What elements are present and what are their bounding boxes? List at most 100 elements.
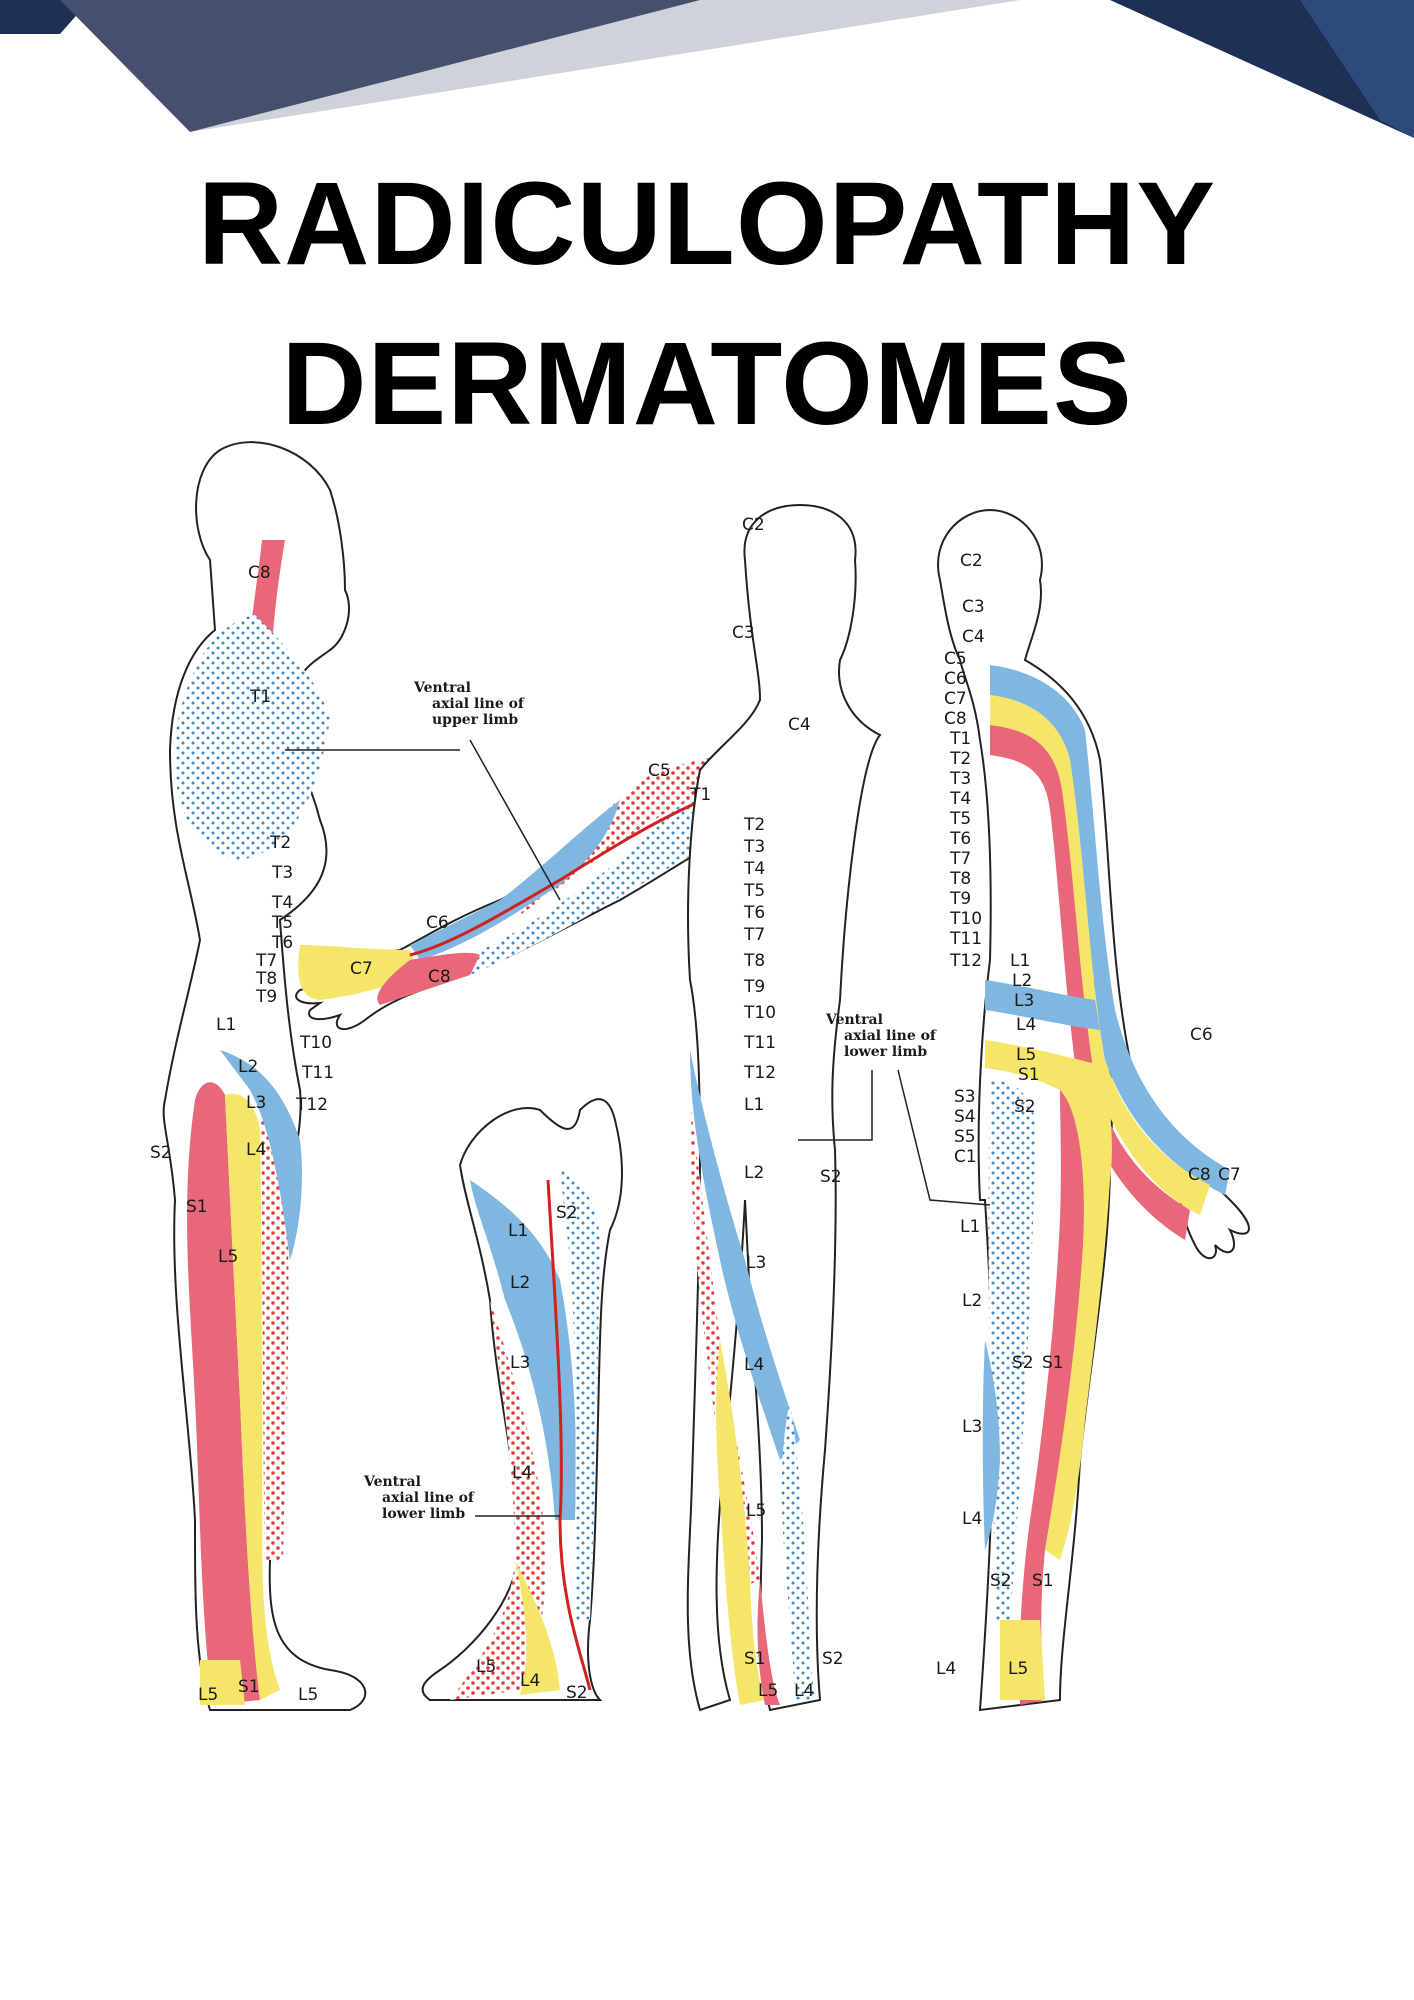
label-side-t10: T10 [299,1033,332,1053]
label-back-leg-s2: S2 [1012,1353,1034,1373]
label-leg-l2: L2 [510,1273,530,1293]
label-side-t2: T2 [269,833,291,853]
label-back-leg-l1: L1 [960,1217,980,1237]
label-side-foot-l5b: L5 [298,1685,318,1705]
label-front-t6: T6 [743,903,765,923]
label-back-c8: C8 [944,709,967,729]
front-band-l3-blue [690,1050,800,1460]
label-front-t4: T4 [743,859,765,879]
label-back-leg-l4: L4 [962,1509,982,1529]
label-front-s1: S1 [744,1649,766,1669]
label-back-arm-c8: C8 [1188,1165,1211,1185]
label-side-t4: T4 [271,893,293,913]
label-front-l1: L1 [744,1095,764,1115]
note-lower-left-line2: axial line of [382,1490,475,1506]
label-leg-l1: L1 [508,1221,528,1241]
label-front-l5: L5 [746,1501,766,1521]
label-back-arm-c7: C7 [1218,1165,1241,1185]
label-front-c3: C3 [732,623,755,643]
label-back-l2: L2 [1012,971,1032,991]
label-leg-s2b: S2 [566,1683,588,1703]
side-band-s1 [187,1082,260,1705]
label-back-s5: S5 [954,1127,976,1147]
label-front-l4b: L4 [794,1681,814,1701]
label-back-t6: T6 [949,829,971,849]
label-front-c2: C2 [742,515,765,535]
label-arm-c8: C8 [428,967,451,987]
label-back-leg-l2: L2 [962,1291,982,1311]
label-front-l4: L4 [744,1355,764,1375]
label-back-c4: C4 [962,627,985,647]
label-side-foot-s1: S1 [238,1677,260,1697]
label-side-t12: T12 [295,1095,328,1115]
label-back-l5: L5 [1016,1045,1036,1065]
back-band-s2-dots [988,1080,1035,1620]
label-leg-l3: L3 [510,1353,530,1373]
label-back-c5: C5 [944,649,967,669]
label-back-leg-s1: S1 [1042,1353,1064,1373]
label-back-t10: T10 [949,909,982,929]
label-front-t12: T12 [743,1063,776,1083]
page-title-line2: DERMATOMES [281,318,1133,450]
label-back-c6: C6 [944,669,967,689]
label-arm-t1: T1 [689,785,711,805]
label-side-t5: T5 [271,913,293,933]
label-side-s1: S1 [186,1197,208,1217]
note-lower-center-line1: Ventral [825,1012,883,1028]
label-back-t9: T9 [949,889,971,909]
note-upper-limb-line3: upper limb [432,712,518,728]
label-back-t1: T1 [949,729,971,749]
note-upper-limb-leader [285,739,561,901]
label-side-t3: T3 [271,863,293,883]
label-side-c8: C8 [248,563,271,583]
label-front-t7: T7 [743,925,765,945]
label-leg-l5: L5 [476,1657,496,1677]
label-front-s2b: S2 [822,1649,844,1669]
label-back-l1: L1 [1010,951,1030,971]
banner-shape-light [190,0,1020,132]
note-lower-center-leader [798,1069,991,1206]
figure-front-view [686,503,882,1712]
label-side-l2: L2 [238,1057,258,1077]
front-band-s1-red [757,1580,780,1705]
label-back-s3: S3 [954,1087,976,1107]
label-side-l5: L5 [218,1247,238,1267]
label-back-c1: C1 [954,1147,977,1167]
label-arm-c5: C5 [648,761,671,781]
leg-ventral-line [546,1179,592,1691]
front-band-l4-dots-shin [781,1400,815,1700]
figure-leg-view [421,1098,623,1701]
side-band-l5 [225,1093,280,1700]
label-side-l4: L4 [246,1140,266,1160]
label-back-s1: S1 [1018,1065,1040,1085]
label-front-t3: T3 [743,837,765,857]
label-side-foot-l5a: L5 [198,1685,218,1705]
label-front-s2: S2 [820,1167,842,1187]
label-back-t3: T3 [949,769,971,789]
annotation-upper-limb: Ventral axial line of upper limb [285,680,561,901]
label-back-s4: S4 [954,1107,976,1127]
label-side-t6: T6 [271,933,293,953]
label-front-t5: T5 [743,881,765,901]
label-leg-l4b: L4 [520,1671,540,1691]
label-side-t7: T7 [255,951,277,971]
label-side-t11: T11 [301,1063,334,1083]
label-side-t9: T9 [255,987,277,1007]
back-band-l3-blue [985,980,1100,1030]
label-back-c7: C7 [944,689,967,709]
side-band-t1-dots [174,615,330,860]
label-back-t7: T7 [949,849,971,869]
front-band-l4-yellow [716,1340,765,1705]
leg-band-l4-dots [450,1300,546,1700]
label-side-t8: T8 [255,969,277,989]
label-back-s2: S2 [1014,1097,1036,1117]
banner-shape-accent-right [1300,0,1414,138]
label-leg-l4: L4 [512,1463,532,1483]
label-front-l3: L3 [746,1253,766,1273]
label-side-s2: S2 [150,1143,172,1163]
label-back-l3: L3 [1014,991,1034,1011]
arm-band-c6-blue [410,800,620,960]
annotation-lower-limb-left: Ventral axial line of lower limb [363,1474,560,1522]
leg-band-l5-yellow [515,1560,560,1695]
